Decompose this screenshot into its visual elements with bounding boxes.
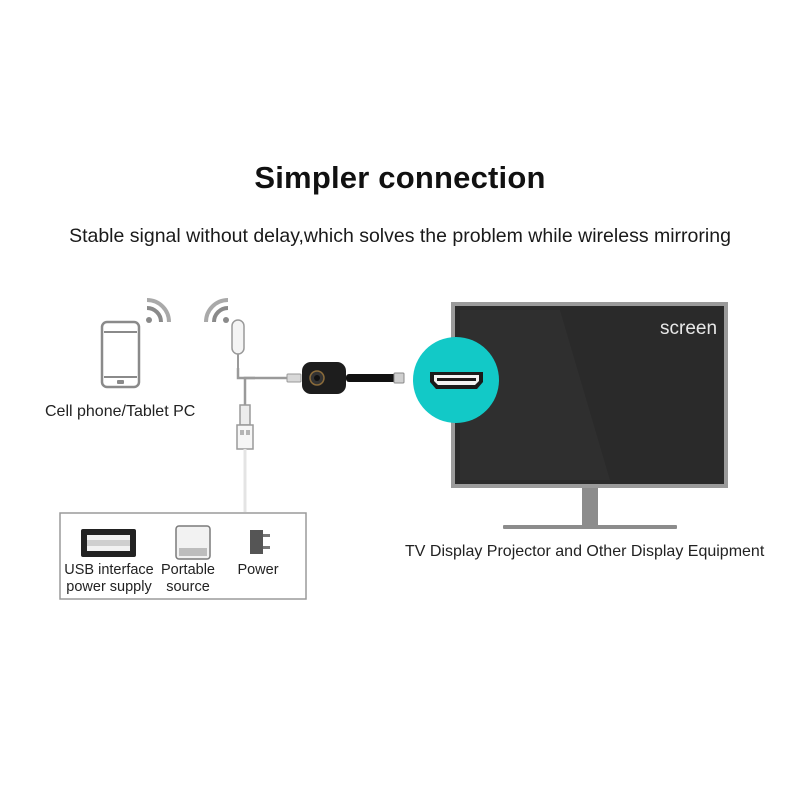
antenna-icon [231, 319, 245, 368]
power-option-portable: Portable source [156, 562, 220, 596]
page-subtitle: Stable signal without delay,which solves… [69, 225, 731, 247]
power-option-label: USB interface [64, 562, 154, 578]
usb-plug-icon [236, 404, 254, 450]
power-option-label: power supply [66, 579, 152, 595]
dongle-icon [302, 362, 405, 394]
cable [236, 368, 288, 380]
wifi-icon [204, 298, 229, 323]
power-bank-icon [175, 525, 211, 560]
screen-label: screen [660, 318, 718, 339]
tv-label: TV Display Projector and Other Display E… [405, 543, 765, 560]
power-option-label: Power [237, 562, 279, 578]
wall-plug-icon [250, 530, 270, 554]
tv-icon [451, 302, 728, 529]
power-option-label: source [166, 579, 210, 595]
micro-usb-connector [286, 373, 302, 383]
phone-icon [100, 320, 141, 389]
cable [243, 376, 255, 405]
power-option-label: Portable [160, 562, 215, 578]
hdmi-port-icon [413, 337, 499, 423]
power-option-power: Power [228, 562, 288, 579]
page-title: Simpler connection [254, 160, 546, 195]
usb-port-icon [81, 529, 136, 557]
phone-label: Cell phone/Tablet PC [45, 403, 196, 420]
power-option-usb: USB interface power supply [62, 562, 156, 596]
wifi-icon [146, 298, 171, 323]
